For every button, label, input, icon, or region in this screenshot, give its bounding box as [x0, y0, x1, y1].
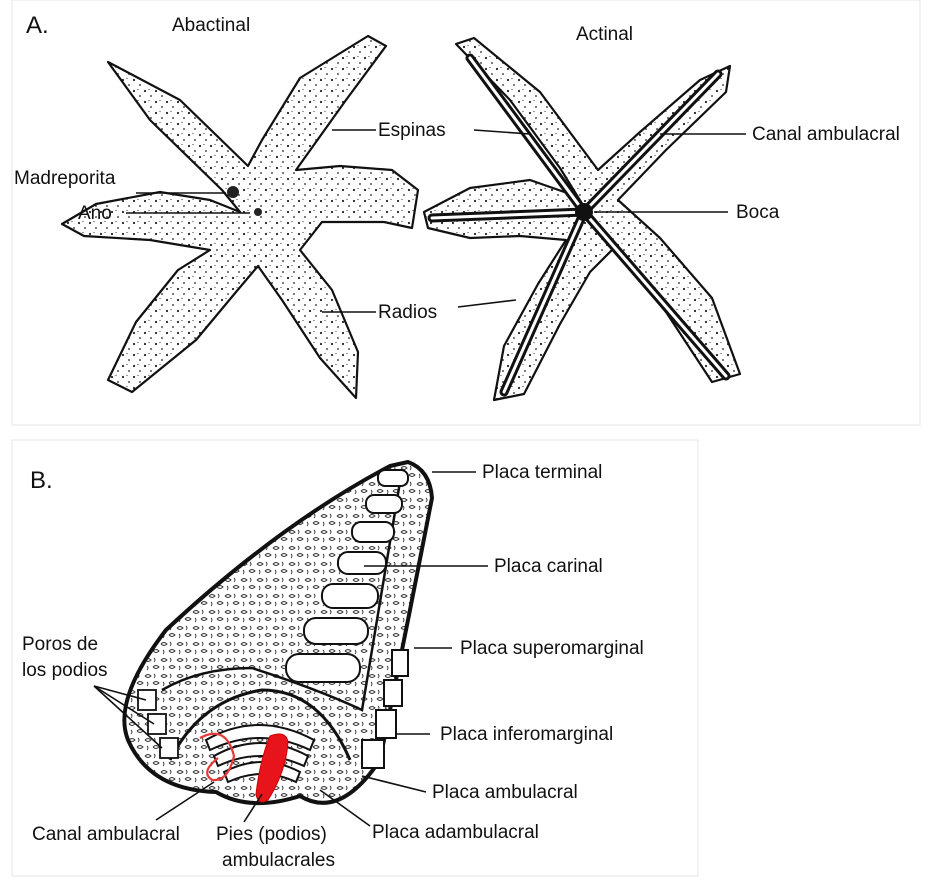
- label-placa-superomarginal: Placa superomarginal: [460, 638, 644, 659]
- label-poros-line2: los podios: [22, 660, 108, 681]
- panel-a-letter: A.: [26, 12, 49, 39]
- panel-b-letter: B.: [30, 467, 53, 494]
- label-canal-ambulacral-b: Canal ambulacral: [32, 824, 180, 845]
- label-placa-carinal: Placa carinal: [494, 556, 603, 577]
- mouth-mark: [575, 203, 593, 221]
- label-pies-line2: ambulacrales: [222, 850, 335, 871]
- label-espinas: Espinas: [378, 120, 446, 141]
- label-madreporita: Madreporita: [14, 168, 116, 189]
- panel-a: A. Abactinal Actinal Espinas Madreporita…: [12, 0, 920, 425]
- label-poros-line1: Poros de: [22, 634, 98, 655]
- label-radios: Radios: [378, 302, 437, 323]
- label-placa-ambulacral: Placa ambulacral: [432, 782, 578, 803]
- abactinal-view-title: Abactinal: [172, 15, 250, 36]
- anus-mark: [254, 208, 262, 216]
- label-ano: Ano: [78, 203, 112, 224]
- label-placa-adambulacral: Placa adambulacral: [372, 822, 539, 843]
- label-boca: Boca: [736, 202, 780, 223]
- madreporite-mark: [227, 186, 239, 198]
- label-placa-inferomarginal: Placa inferomarginal: [440, 724, 613, 745]
- panel-b: B.: [12, 440, 698, 876]
- label-pies-line1: Pies (podios): [216, 824, 327, 845]
- label-canal-ambulacral-a: Canal ambulacral: [752, 124, 900, 145]
- label-placa-terminal: Placa terminal: [482, 462, 602, 483]
- actinal-view-title: Actinal: [576, 24, 633, 45]
